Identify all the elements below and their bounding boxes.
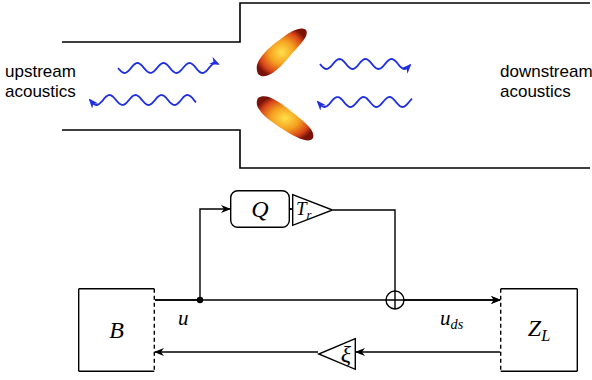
acoustic-wave <box>318 97 412 107</box>
signal-name: u <box>178 306 189 331</box>
signal-name: uds <box>440 306 463 333</box>
symbol-text: ξ <box>341 342 351 366</box>
summing-junction <box>386 291 404 309</box>
flames <box>257 28 314 140</box>
subsystem-box: B <box>78 288 155 372</box>
signal-connector <box>155 351 318 352</box>
gain-triangle: Tr <box>292 194 333 226</box>
signal-connector <box>356 351 500 352</box>
impedance-box: ZL <box>500 288 578 372</box>
acoustic-wave <box>320 59 410 69</box>
region-label: upstream acoustics <box>5 62 110 103</box>
signal-connector <box>155 209 230 300</box>
acoustic-wave <box>118 63 218 73</box>
flame-response-box: Q <box>230 190 290 228</box>
acoustic-waves <box>90 59 412 107</box>
region-label: downstream acoustics <box>500 62 592 103</box>
gain-triangle: ξ <box>318 338 356 370</box>
symbol-text: B <box>109 318 124 342</box>
signal-connector <box>333 210 500 300</box>
symbol-text: Tr <box>296 199 312 222</box>
signal-connector <box>290 208 292 209</box>
acoustic-wave <box>90 95 196 105</box>
symbol-text: ZL <box>528 316 550 344</box>
junction-dot <box>197 297 203 303</box>
symbol-text: Q <box>251 197 268 221</box>
